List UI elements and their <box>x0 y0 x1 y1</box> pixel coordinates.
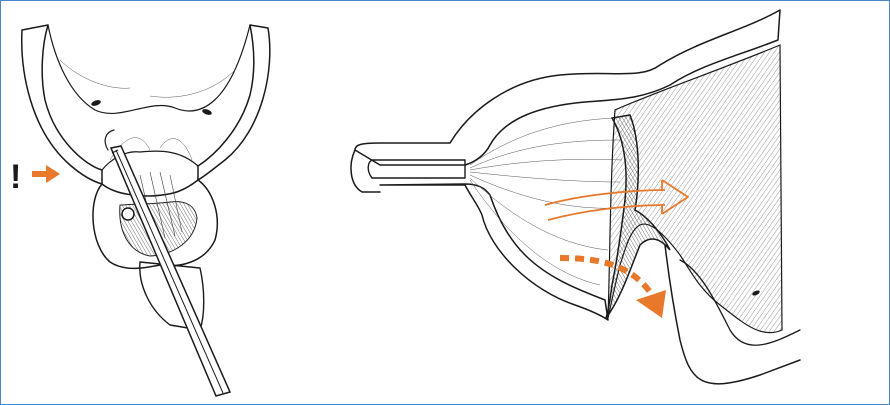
solid-right-arrow-icon <box>32 165 60 183</box>
outer-wall-lower <box>380 184 608 320</box>
ureteral-orifice-right <box>201 108 212 116</box>
ureteral-orifice-left <box>90 99 101 107</box>
bladder-wall <box>22 25 102 184</box>
warning-mark: ! <box>10 158 21 196</box>
catheter-lumen <box>368 160 465 178</box>
bladder-cavity <box>48 25 250 113</box>
bladder-wall-right <box>198 25 270 180</box>
left-figure: ! <box>10 25 270 396</box>
right-figure <box>351 10 800 384</box>
